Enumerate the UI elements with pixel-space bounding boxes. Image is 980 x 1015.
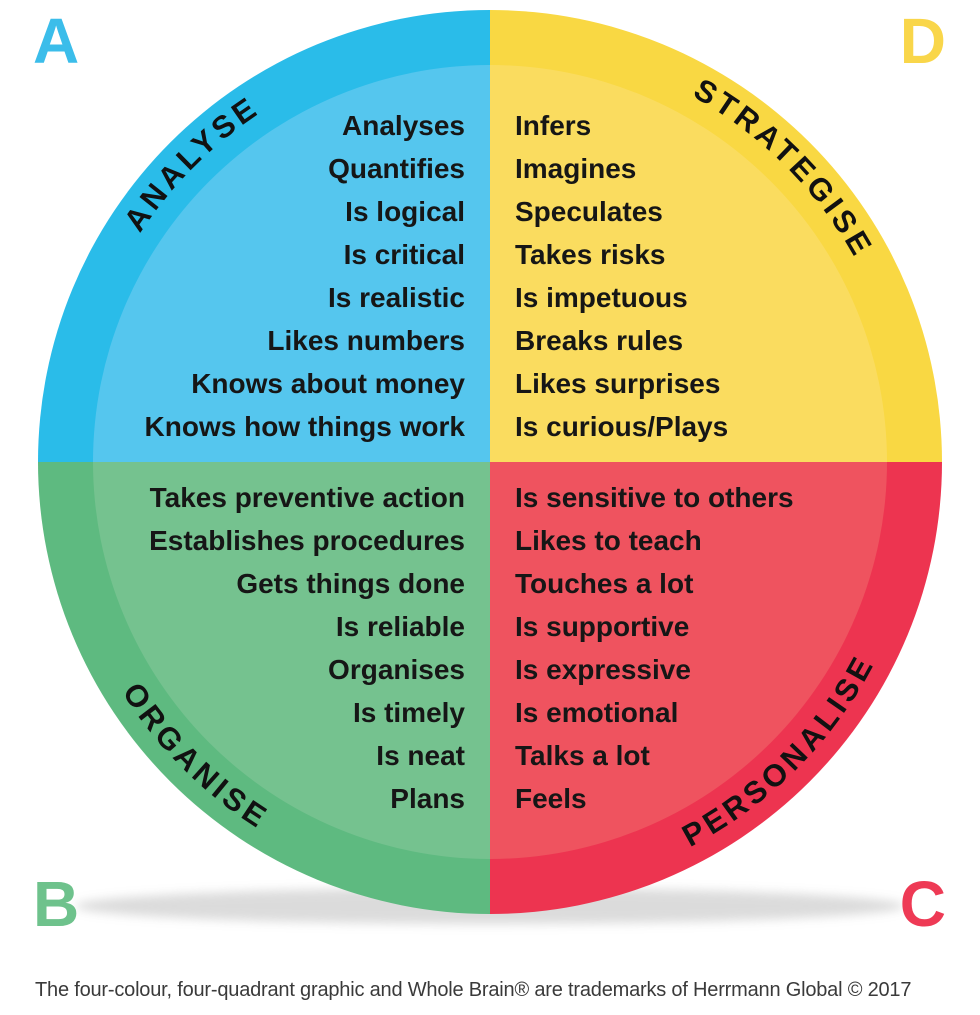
trait-item: Analyses: [342, 110, 465, 141]
trait-item: Touches a lot: [515, 568, 693, 599]
quadrant-d-trait-list: Infers Imagines Speculates Takes risks I…: [515, 110, 728, 442]
quadrant-a-inner: [93, 65, 490, 462]
trait-item: Takes risks: [515, 239, 666, 270]
quadrant-b-inner: [93, 462, 490, 859]
trait-item: Likes to teach: [515, 525, 702, 556]
trait-item: Talks a lot: [515, 740, 650, 771]
trait-item: Knows about money: [191, 368, 465, 399]
trait-item: Is sensitive to others: [515, 482, 794, 513]
quadrant-c-letter: C: [900, 868, 946, 940]
trademark-footer: The four-colour, four-quadrant graphic a…: [35, 979, 912, 1001]
quadrant-c-inner: [490, 462, 887, 859]
trait-item: Is timely: [353, 697, 465, 728]
trait-item: Is critical: [344, 239, 465, 270]
quadrant-d-inner: [490, 65, 887, 462]
trait-item: Plans: [390, 783, 465, 814]
quadrant-c-trait-list: Is sensitive to others Likes to teach To…: [515, 482, 794, 814]
quadrant-d-letter: D: [900, 5, 946, 77]
trait-item: Infers: [515, 110, 591, 141]
trait-item: Is reliable: [336, 611, 465, 642]
trait-item: Likes numbers: [267, 325, 465, 356]
trait-item: Is curious/Plays: [515, 411, 728, 442]
trait-item: Is logical: [345, 196, 465, 227]
trait-item: Imagines: [515, 153, 636, 184]
quadrant-b-letter: B: [33, 868, 79, 940]
trait-item: Breaks rules: [515, 325, 683, 356]
trait-item: Likes surprises: [515, 368, 720, 399]
trait-item: Takes preventive action: [150, 482, 465, 513]
trait-item: Is emotional: [515, 697, 678, 728]
quadrant-a-trait-list: Analyses Quantifies Is logical Is critic…: [145, 110, 466, 442]
trait-item: Feels: [515, 783, 587, 814]
trait-item: Is expressive: [515, 654, 691, 685]
trait-item: Is supportive: [515, 611, 689, 642]
trait-item: Speculates: [515, 196, 663, 227]
trait-item: Is impetuous: [515, 282, 688, 313]
trait-item: Organises: [328, 654, 465, 685]
trait-item: Is realistic: [328, 282, 465, 313]
trait-item: Establishes procedures: [149, 525, 465, 556]
trait-item: Gets things done: [236, 568, 465, 599]
quadrant-b-trait-list: Takes preventive action Establishes proc…: [149, 482, 465, 814]
trait-item: Knows how things work: [145, 411, 466, 442]
quadrant-a-letter: A: [33, 5, 79, 77]
trait-item: Is neat: [376, 740, 465, 771]
trait-item: Quantifies: [328, 153, 465, 184]
